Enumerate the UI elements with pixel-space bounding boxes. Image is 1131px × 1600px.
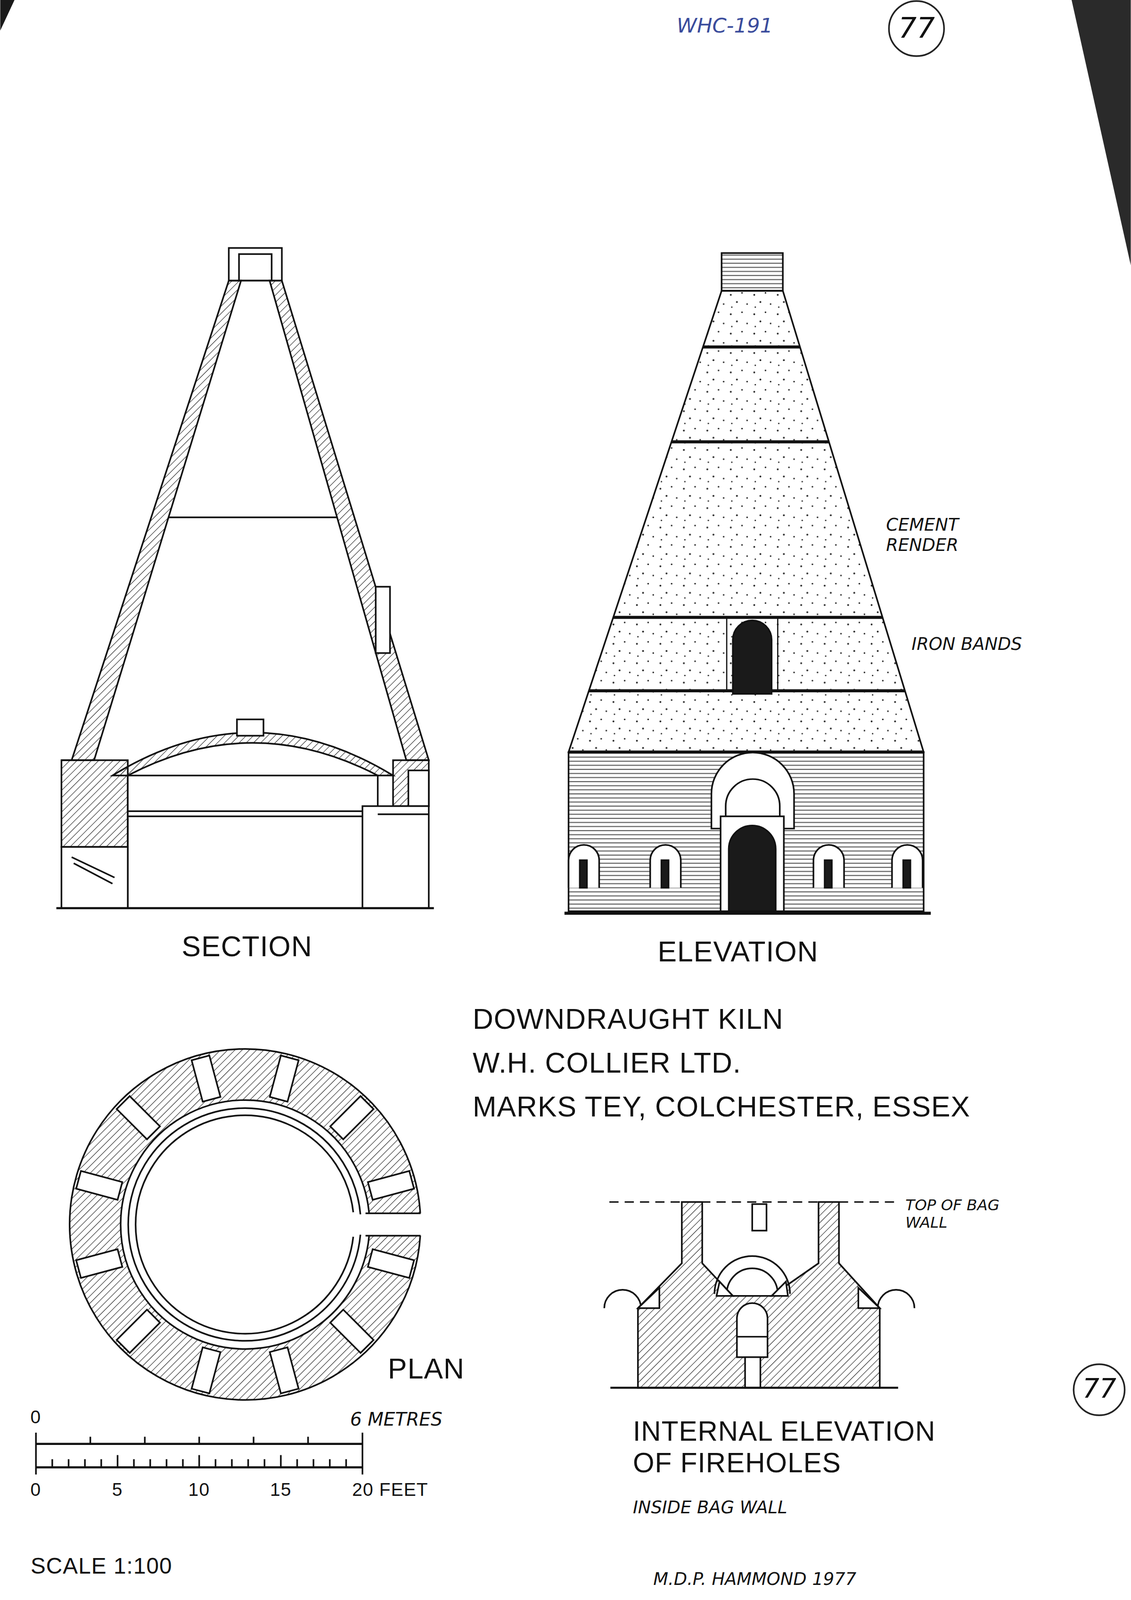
drawing-label: 6 METRES	[350, 1409, 443, 1431]
drawing-label: INSIDE BAG WALL	[632, 1498, 787, 1518]
drawing-title: DOWNDRAUGHT KILN	[472, 1002, 784, 1036]
label-holder: 0	[30, 1407, 41, 1429]
drawing-label: PLAN	[387, 1352, 465, 1386]
label-holder: MARKS TEY, COLCHESTER, ESSEX	[472, 1090, 971, 1124]
label-holder: IRON BANDS	[911, 634, 1022, 655]
label-holder: INTERNAL ELEVATION OF FIREHOLES	[632, 1416, 958, 1480]
drawing-label: 15	[270, 1479, 292, 1501]
scale-bar	[35, 1432, 363, 1475]
circle-mark	[1073, 1364, 1125, 1416]
drawing-label: 77	[1082, 1374, 1117, 1406]
drawing-label: WHC-191	[676, 14, 773, 38]
drawing-label: IRON BANDS	[911, 634, 1022, 655]
label-holder: SECTION	[181, 930, 313, 964]
label-holder: 10	[188, 1479, 211, 1501]
scan-edge	[1071, 0, 1131, 266]
label-holder: 20 FEET	[352, 1479, 428, 1501]
label-holder: SCALE 1:100	[30, 1552, 173, 1579]
label-holder: WHC-191	[676, 14, 773, 38]
label-holder: 77	[1082, 1374, 1117, 1406]
label-holder: CEMENT RENDER	[885, 515, 978, 556]
label-holder: 5	[112, 1479, 123, 1501]
firehole-elevation	[604, 1202, 915, 1388]
drawing-label: 0	[30, 1479, 41, 1501]
scan-edge	[0, 0, 15, 31]
label-holder: ELEVATION	[657, 935, 819, 969]
circle-mark	[888, 0, 944, 57]
label-holder: M.D.P. HAMMOND 1977	[653, 1569, 857, 1590]
label-holder: DOWNDRAUGHT KILN	[472, 1002, 784, 1036]
drawing-label: W.H. COLLIER LTD.	[472, 1046, 742, 1080]
drawing-label: SECTION	[181, 930, 313, 964]
label-holder: 0	[30, 1479, 41, 1501]
kiln-elevation	[564, 253, 931, 914]
kiln-plan	[69, 1049, 423, 1401]
label-holder: 15	[270, 1479, 292, 1501]
drawing-label: ELEVATION	[657, 935, 819, 969]
drawing-label: SCALE 1:100	[30, 1552, 173, 1579]
drawing-label: M.D.P. HAMMOND 1977	[653, 1569, 857, 1590]
label-holder: TOP OF BAG WALL	[905, 1196, 1023, 1233]
label-holder: W.H. COLLIER LTD.	[472, 1046, 742, 1080]
drawing-label: MARKS TEY, COLCHESTER, ESSEX	[472, 1090, 971, 1124]
drawing-label: 0	[30, 1407, 41, 1429]
label-holder: 6 METRES	[350, 1409, 443, 1431]
drawing-label: 5	[112, 1479, 123, 1501]
kiln-section	[56, 247, 435, 909]
drawing-label: INTERNAL ELEVATION OF FIREHOLES	[632, 1416, 958, 1480]
label-holder: PLAN	[387, 1352, 465, 1386]
drawing-label: 10	[188, 1479, 211, 1501]
drawing-label: CEMENT RENDER	[885, 515, 978, 556]
drawing-label: TOP OF BAG WALL	[905, 1196, 1023, 1233]
label-holder: 77	[898, 12, 935, 46]
label-holder: INSIDE BAG WALL	[632, 1498, 787, 1518]
drawing-label: 20 FEET	[352, 1479, 428, 1501]
drawing-label: 77	[898, 12, 935, 46]
